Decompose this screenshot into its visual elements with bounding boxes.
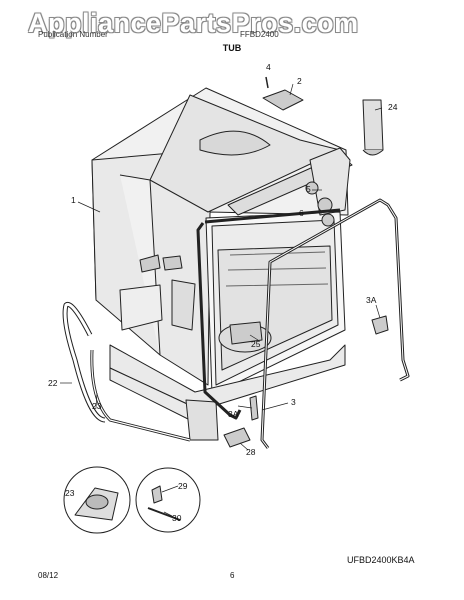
callout-6: 6 <box>299 208 304 218</box>
part-25-sump <box>229 321 263 345</box>
callout-28: 28 <box>246 447 256 457</box>
header-publication: Publication Number <box>38 30 108 39</box>
header-model: FFBD2400 <box>240 30 279 39</box>
callout-1: 1 <box>71 195 76 205</box>
model-code: UFBD2400KB4A <box>347 555 415 565</box>
clip-part-3A-lower <box>249 395 259 421</box>
watermark: AppliancePartsPros.com <box>28 8 359 38</box>
callout-5: 5 <box>306 184 311 194</box>
callout-3A-right: 3A <box>366 295 377 305</box>
callout-3: 3 <box>291 397 296 407</box>
bracket-part-2 <box>262 89 304 111</box>
section-title: TUB <box>222 43 242 53</box>
callout-3A-lower: 3A <box>228 409 239 419</box>
footer-page: 6 <box>230 571 235 580</box>
callout-4: 4 <box>266 62 271 72</box>
callout-29: 29 <box>178 481 188 491</box>
callout-23-inset: 23 <box>65 488 75 498</box>
tub-base <box>109 344 346 441</box>
callout-30: 30 <box>172 513 182 523</box>
screw-part-4 <box>265 76 269 89</box>
footer-date: 08/12 <box>38 571 59 580</box>
clip-part-3A-right <box>371 315 389 335</box>
leader-lines <box>60 83 383 517</box>
inset-parts-29-30 <box>135 467 201 533</box>
callout-24: 24 <box>388 102 398 112</box>
hinge-part-28 <box>223 427 251 448</box>
top-rail <box>227 147 353 227</box>
callout-23: 23 <box>92 401 102 411</box>
side-hardware <box>119 254 196 331</box>
callout-25: 25 <box>251 339 261 349</box>
filter-tube-part-24 <box>362 99 384 151</box>
callout-2: 2 <box>297 76 302 86</box>
callout-22: 22 <box>48 378 58 388</box>
